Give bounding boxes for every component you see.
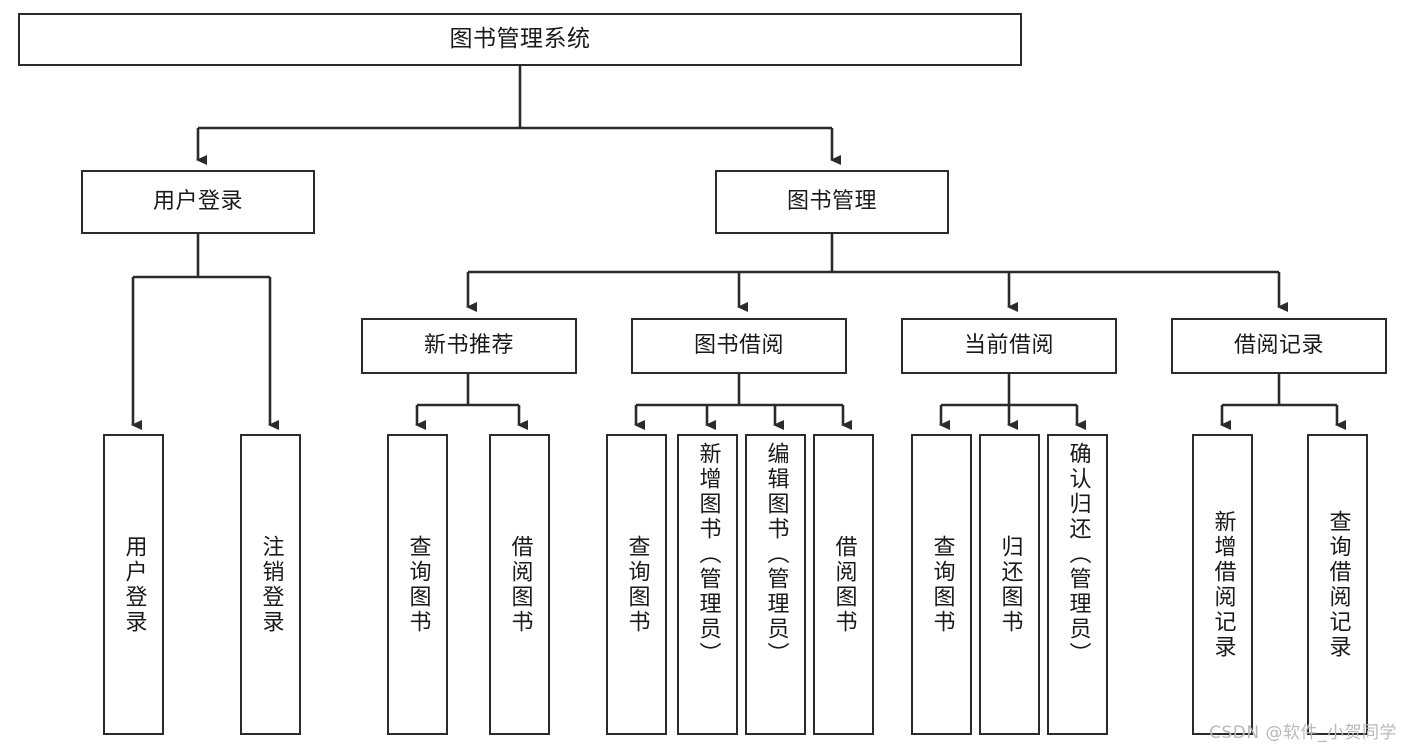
node-book-mgmt-label: 图书管理	[786, 189, 877, 215]
node-book-mgmt[interactable]: 图书管理	[715, 170, 949, 234]
leaf-query-book-2[interactable]: 查询图书	[606, 434, 667, 735]
leaf-query-book-1-label: 查询图书	[405, 534, 431, 635]
node-current-borrow[interactable]: 当前借阅	[901, 318, 1117, 374]
leaf-edit-book-label: 编辑图书（管理员）	[763, 442, 789, 667]
node-root[interactable]: 图书管理系统	[18, 13, 1022, 66]
node-new-book-rec[interactable]: 新书推荐	[361, 318, 577, 374]
node-new-book-rec-label: 新书推荐	[423, 333, 514, 359]
leaf-user-login[interactable]: 用户登录	[103, 434, 164, 735]
leaf-query-book-1[interactable]: 查询图书	[387, 434, 448, 735]
leaf-query-book-2-label: 查询图书	[624, 534, 650, 635]
node-user-login[interactable]: 用户登录	[81, 170, 315, 234]
leaf-return-book[interactable]: 归还图书	[979, 434, 1040, 735]
node-root-label: 图书管理系统	[449, 25, 591, 52]
leaf-confirm-return-label: 确认归还（管理员）	[1065, 442, 1091, 667]
watermark-text: CSDN @软件_小贺同学	[1209, 723, 1397, 743]
leaf-borrow-book-1[interactable]: 借阅图书	[489, 434, 550, 735]
leaf-borrow-book-2-label: 借阅图书	[831, 534, 857, 635]
leaf-logout-label: 注销登录	[258, 534, 284, 635]
leaf-query-book-3[interactable]: 查询图书	[911, 434, 972, 735]
node-borrow-record-label: 借阅记录	[1233, 333, 1324, 359]
leaf-edit-book[interactable]: 编辑图书（管理员）	[745, 434, 806, 735]
leaf-query-book-3-label: 查询图书	[929, 534, 955, 635]
node-book-borrow-label: 图书借阅	[693, 333, 784, 359]
leaf-borrow-book-2[interactable]: 借阅图书	[813, 434, 874, 735]
leaf-return-book-label: 归还图书	[997, 534, 1023, 635]
leaf-query-record[interactable]: 查询借阅记录	[1307, 434, 1368, 735]
node-borrow-record[interactable]: 借阅记录	[1171, 318, 1387, 374]
leaf-add-book[interactable]: 新增图书（管理员）	[677, 434, 738, 735]
node-book-borrow[interactable]: 图书借阅	[631, 318, 847, 374]
leaf-add-book-label: 新增图书（管理员）	[695, 442, 721, 667]
leaf-query-record-label: 查询借阅记录	[1325, 509, 1351, 660]
leaf-add-record-label: 新增借阅记录	[1210, 509, 1236, 660]
leaf-user-login-label: 用户登录	[121, 534, 147, 635]
leaf-logout[interactable]: 注销登录	[240, 434, 301, 735]
leaf-borrow-book-1-label: 借阅图书	[507, 534, 533, 635]
leaf-confirm-return[interactable]: 确认归还（管理员）	[1047, 434, 1108, 735]
leaf-add-record[interactable]: 新增借阅记录	[1192, 434, 1253, 735]
node-current-borrow-label: 当前借阅	[963, 333, 1054, 359]
node-user-login-label: 用户登录	[152, 189, 243, 215]
